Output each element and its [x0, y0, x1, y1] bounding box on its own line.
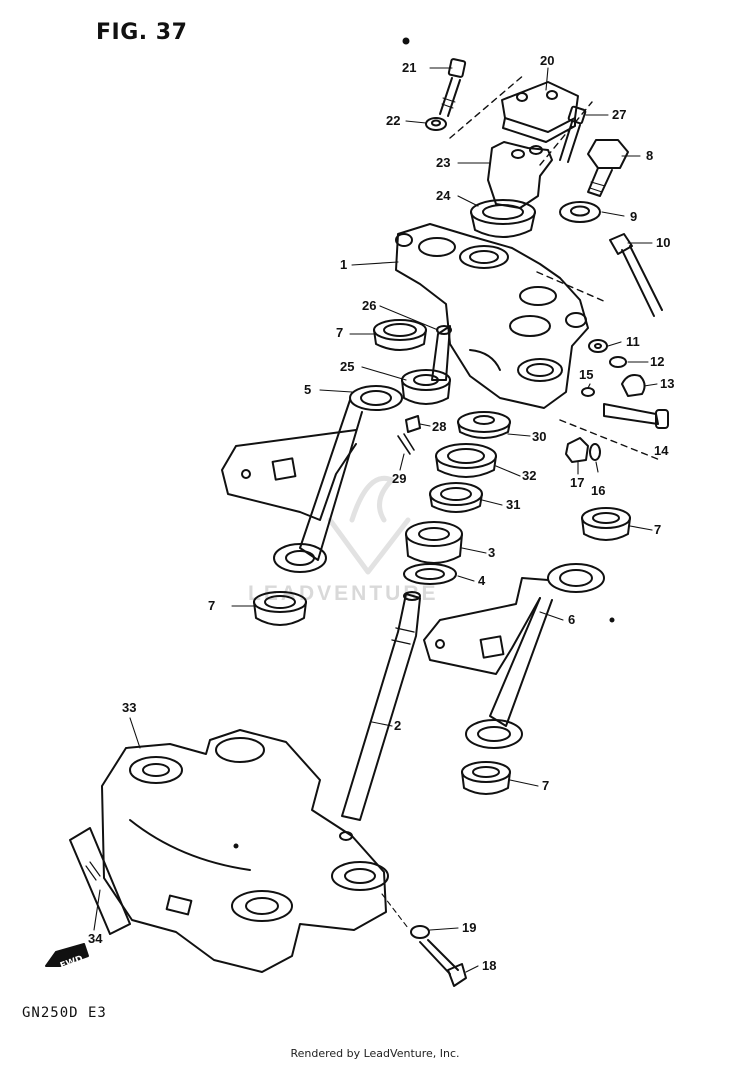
callout-14: 14 [654, 443, 669, 458]
leader-line [449, 73, 526, 139]
part-21-bolt [439, 58, 467, 117]
callout-1: 1 [340, 257, 348, 272]
callout-33: 33 [122, 700, 137, 715]
callout-16: 16 [591, 483, 606, 498]
callout-31: 31 [506, 497, 521, 512]
registration-mark [233, 843, 239, 849]
leader-lines [93, 67, 658, 973]
part-17-nut [565, 437, 589, 463]
figure-title: FIG. 37 [96, 20, 188, 45]
watermark-text: LEADVENTURE [248, 582, 439, 605]
callout-9: 9 [630, 209, 638, 224]
callout-32: 32 [522, 468, 537, 483]
callout-28: 28 [432, 419, 447, 434]
callout-4: 4 [478, 573, 486, 588]
callout-29: 29 [392, 471, 407, 486]
fwd-arrow-icon [45, 943, 89, 967]
callout-27: 27 [612, 107, 627, 122]
part-14-bolt [603, 403, 669, 429]
callout-7: 7 [208, 598, 216, 613]
leader-line [559, 419, 661, 461]
part-28-nut [405, 415, 421, 433]
callout-19: 19 [462, 920, 477, 935]
part-29-cotter-pin [397, 433, 415, 455]
part-24-cushion [470, 199, 536, 238]
callout-6: 6 [568, 612, 576, 627]
part-25-stem-nut [401, 369, 451, 405]
model-code: GN250D E3 [22, 1005, 107, 1021]
callout-26: 26 [362, 298, 377, 313]
part-20-handlebar-clamp-upper [501, 81, 579, 143]
part-8-bolt [587, 139, 629, 197]
part-22-washer [425, 117, 447, 131]
part-2-steering-stem [341, 591, 421, 821]
part-34-label [69, 827, 131, 935]
callout-18: 18 [482, 958, 497, 973]
part-6-handlebar-holder-right [423, 563, 605, 749]
callout-22: 22 [386, 113, 401, 128]
part-23-handlebar-holder [487, 141, 553, 209]
part-7-rubber-right [581, 507, 631, 541]
part-3-lower-bearing [405, 521, 463, 564]
part-11-washer [588, 339, 608, 353]
part-12-lock-washer [609, 356, 627, 368]
callout-24: 24 [436, 188, 451, 203]
leader-line [539, 101, 593, 166]
part-27-bolt [559, 105, 587, 163]
part-7-rubber-left [253, 591, 307, 626]
callout-34: 34 [88, 931, 103, 946]
callout-10: 10 [656, 235, 671, 250]
registration-mark [609, 617, 615, 623]
callout-12: 12 [650, 354, 665, 369]
callout-8: 8 [646, 148, 654, 163]
callout-15: 15 [579, 367, 594, 382]
part-1-upper-bracket [395, 223, 589, 409]
callout-2: 2 [394, 718, 402, 733]
part-4-lower-race [403, 563, 457, 585]
part-7-rubber-upper-left [373, 319, 427, 351]
part-13-cap-nut [621, 374, 646, 397]
leader-line [536, 271, 607, 303]
callout-21: 21 [402, 60, 417, 75]
part-33-lower-bracket [101, 729, 389, 973]
callout-3: 3 [488, 545, 496, 560]
part-19-washer [410, 925, 430, 939]
part-16-washer [589, 443, 601, 461]
callout-11: 11 [626, 334, 640, 349]
part-31-seal [429, 482, 483, 513]
callout-7: 7 [542, 778, 550, 793]
callout-23: 23 [436, 155, 451, 170]
callout-25: 25 [340, 359, 355, 374]
callout-7: 7 [654, 522, 662, 537]
watermark-logo [327, 476, 411, 575]
part-5-handlebar-holder-left [221, 385, 403, 573]
callout-17: 17 [570, 475, 585, 490]
part-32-bearing [435, 443, 497, 478]
callout-20: 20 [540, 53, 555, 68]
part-9-washer [559, 201, 601, 223]
part-15-washer [581, 387, 595, 397]
render-credit: Rendered by LeadVenture, Inc. [290, 1047, 460, 1060]
callout-30: 30 [532, 429, 547, 444]
callout-5: 5 [304, 382, 312, 397]
registration-mark [402, 37, 410, 45]
part-30-bearing-race [457, 411, 511, 439]
callout-7: 7 [336, 325, 344, 340]
part-7-rubber-lower-right [461, 761, 511, 795]
callout-13: 13 [660, 376, 675, 391]
part-18-bolt [419, 939, 467, 987]
part-10-bolt [609, 233, 663, 317]
